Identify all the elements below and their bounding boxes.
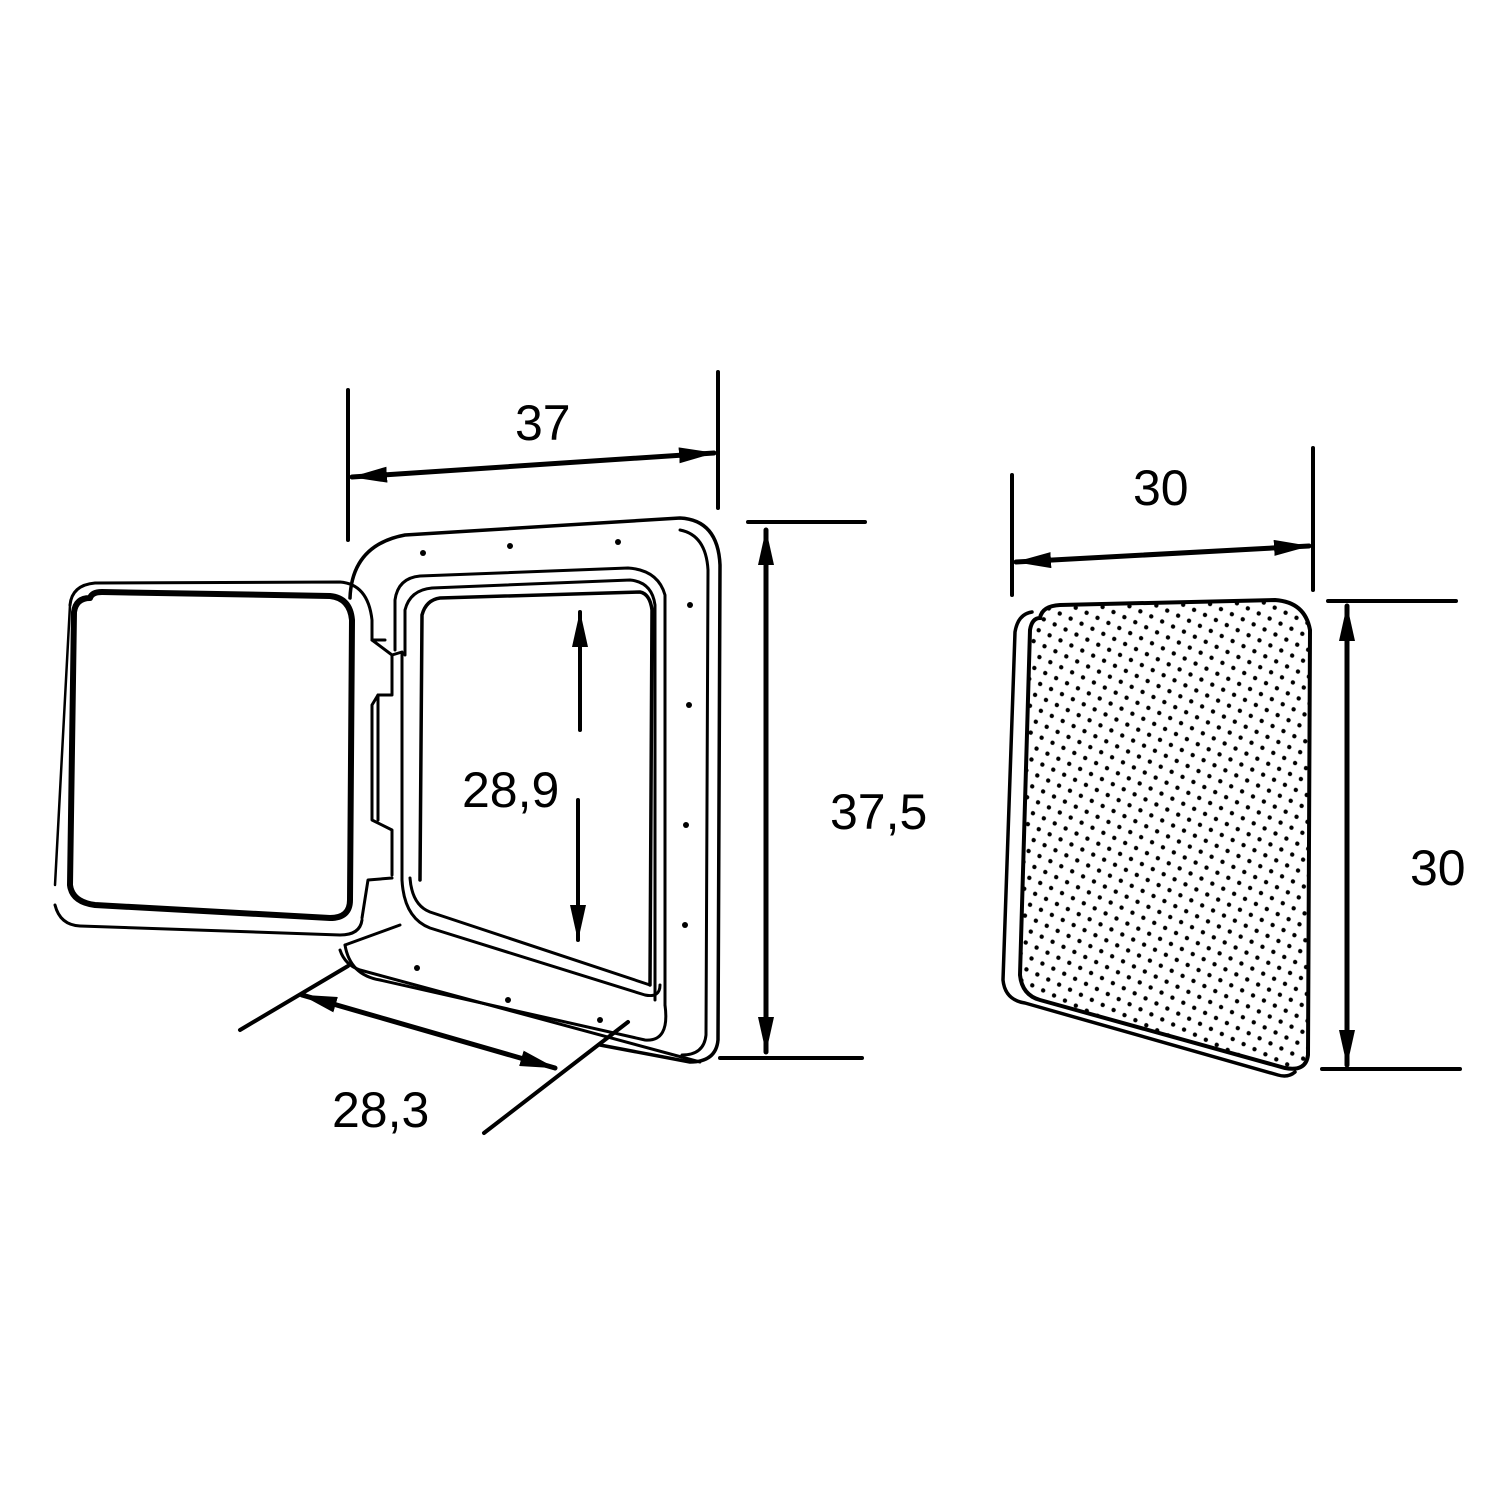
label-opening-height: 28,9	[462, 762, 560, 818]
label-opening-width: 28,3	[332, 1082, 430, 1138]
hatch-hinge	[360, 638, 404, 920]
label-overall-width: 37	[515, 395, 571, 451]
dimension-opening-width	[238, 964, 630, 1135]
hatch-frame	[338, 516, 722, 1064]
hatch-door	[53, 580, 387, 937]
cover-panel-view	[1001, 446, 1462, 1078]
dimension-overall-height	[718, 520, 867, 1060]
label-panel-width: 30	[1133, 460, 1189, 516]
label-panel-height: 30	[1410, 840, 1466, 896]
dimension-overall-width	[346, 370, 720, 542]
dimension-opening-height	[570, 610, 588, 942]
dimension-panel-height	[1320, 599, 1462, 1071]
label-overall-height: 37,5	[830, 784, 928, 840]
cover-panel	[1001, 597, 1313, 1078]
hatch-view	[53, 370, 867, 1135]
dimension-panel-width	[1010, 446, 1315, 597]
